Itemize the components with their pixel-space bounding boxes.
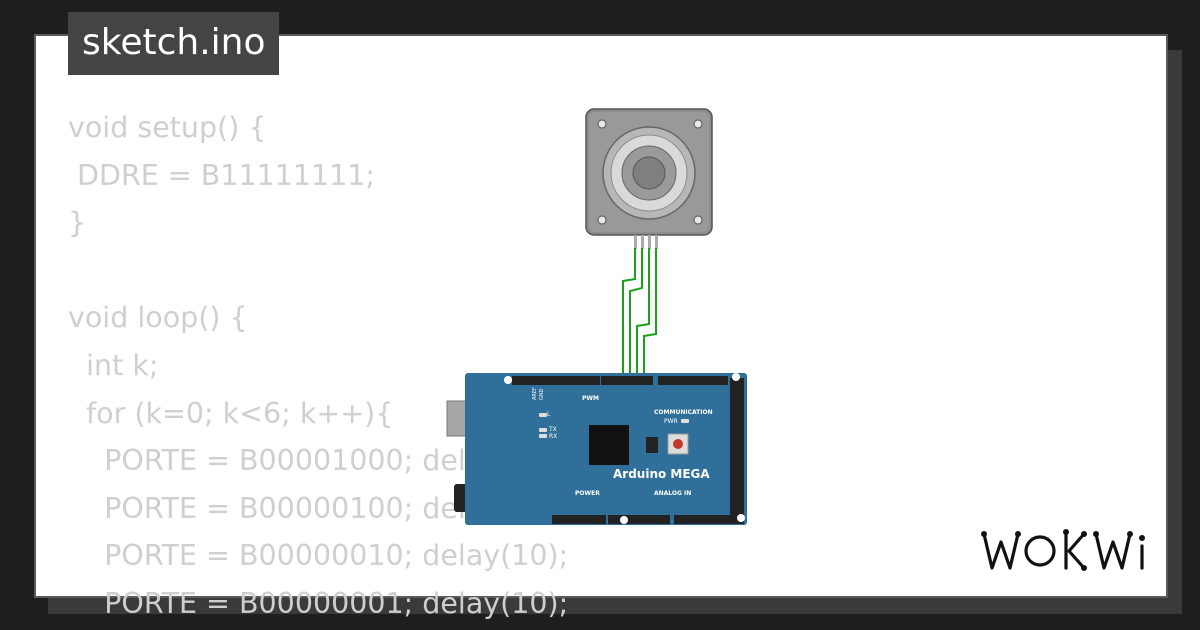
code-line: PORTE = B00000001; delay(10);: [68, 586, 569, 620]
led-l-label: L: [547, 411, 551, 418]
file-tab[interactable]: sketch.ino: [68, 12, 280, 75]
led-tx-label: TX: [548, 426, 557, 433]
communication-label: COMMUNICATION: [654, 409, 713, 416]
code-line: }: [68, 206, 87, 240]
code-editor[interactable]: void setup() { DDRE = B11111111;} void lo…: [68, 104, 568, 628]
wokwi-logo: [980, 528, 1150, 578]
board-name: Arduino MEGA: [613, 467, 710, 481]
pwr-label: PWR: [664, 418, 678, 425]
pwm-label: PWM: [582, 395, 599, 402]
code-line: DDRE = B11111111;: [68, 158, 375, 192]
gnd-label: GND: [539, 388, 545, 400]
power-label: POWER: [575, 490, 600, 497]
code-line: for (k=0; k<6; k++){: [68, 396, 394, 430]
circuit-diagram: L TX RX PWR PWM COMMUNICATION POWER ANAL…: [446, 108, 747, 525]
code-line: void setup() {: [68, 111, 267, 144]
code-line: PORTE = B00000010; delay(10);: [68, 539, 569, 573]
analog-in-label: ANALOG IN: [654, 490, 691, 497]
aref-label: AREF: [532, 387, 538, 400]
arduino-mega-board[interactable]: L TX RX PWR PWM COMMUNICATION POWER ANAL…: [465, 373, 747, 525]
stepper-motor-icon[interactable]: [585, 108, 713, 249]
led-rx-label: RX: [549, 433, 557, 440]
code-line: void loop() {: [68, 301, 248, 335]
code-line: int k;: [68, 348, 159, 382]
wires: [622, 248, 657, 377]
preview-card: void setup() { DDRE = B11111111;} void lo…: [34, 34, 1168, 620]
